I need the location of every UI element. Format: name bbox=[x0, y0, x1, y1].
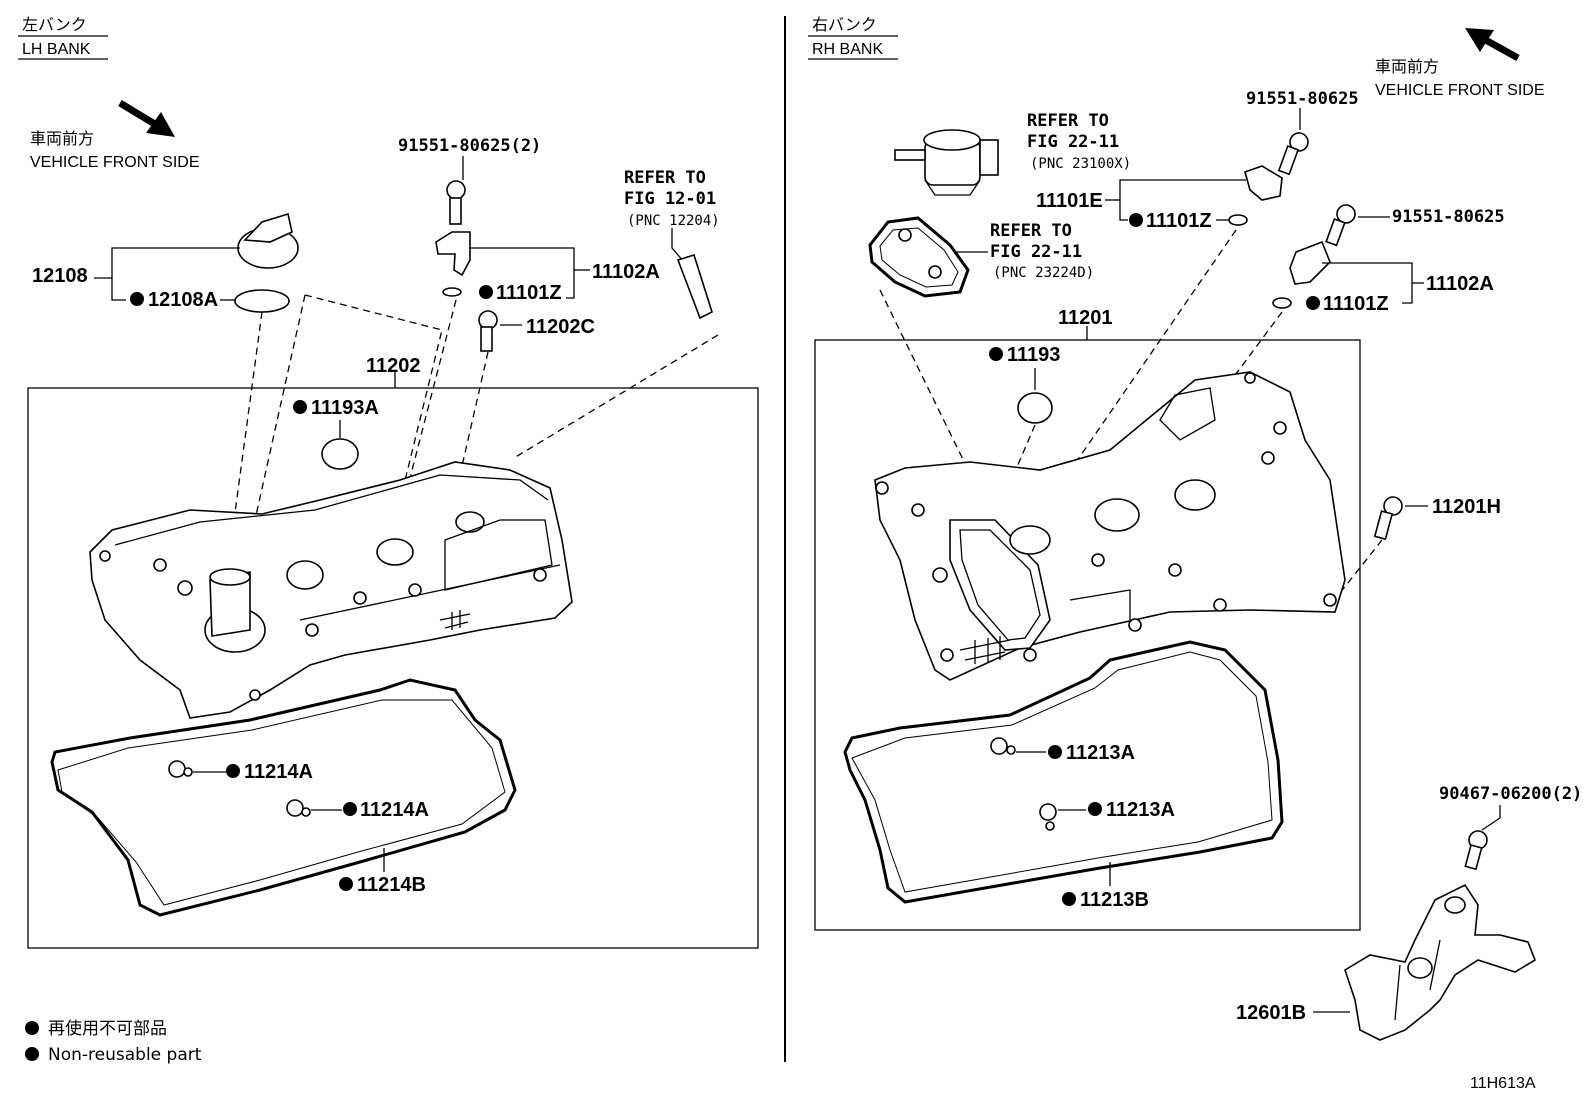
rh-bank-en: RH BANK bbox=[812, 41, 883, 58]
rh-label-bolt-top: 91551-80625 bbox=[1246, 89, 1359, 109]
rh-label-gasket: 11213B bbox=[1080, 889, 1149, 911]
rh-plug-seal-icon bbox=[1017, 392, 1053, 424]
lh-label-plug-seal: 11193A bbox=[311, 397, 379, 419]
lh-refer-2: FIG 12-01 bbox=[624, 189, 716, 209]
rh-refer-a3: (PNC 23100X) bbox=[1030, 156, 1131, 172]
rh-sensor-icon bbox=[1289, 240, 1331, 285]
engine-bracket-icon bbox=[1344, 883, 1536, 1041]
lh-bolt-icon bbox=[446, 180, 466, 225]
rh-bank: 右バンク RH BANK 車両前方 VEHICLE FRONT SIDE REF… bbox=[808, 15, 1582, 1041]
lh-bank-jp: 左バンク bbox=[22, 15, 87, 34]
lh-label-grommet2: 11214A bbox=[360, 799, 429, 821]
rh-front-en: VEHICLE FRONT SIDE bbox=[1375, 82, 1545, 99]
lh-cylinder-head-cover-icon bbox=[89, 461, 573, 719]
pcv-valve-icon bbox=[676, 253, 713, 320]
rh-bolt-h-icon bbox=[1373, 496, 1403, 541]
rh-refer-a1: REFER TO bbox=[1027, 111, 1109, 131]
rh-label-grommet1: 11213A bbox=[1066, 742, 1135, 764]
figure-id: 11H613A bbox=[1470, 1075, 1536, 1092]
rh-label-cover: 11201 bbox=[1058, 307, 1113, 329]
lh-front-en: VEHICLE FRONT SIDE bbox=[30, 154, 200, 171]
rh-bolt-2-icon bbox=[1325, 204, 1356, 247]
rh-refer-b2: FIG 22-11 bbox=[990, 242, 1082, 262]
legend-en: Non-reusable part bbox=[48, 1045, 202, 1065]
lh-label-grommet1: 11214A bbox=[244, 761, 313, 783]
lh-grommet1-icon bbox=[168, 760, 193, 778]
lh-label-sensor: 11102A bbox=[592, 261, 660, 283]
lh-label-cap-gasket: 12108A bbox=[148, 289, 218, 311]
rh-grommet2-icon bbox=[1039, 803, 1057, 831]
lh-front-jp: 車両前方 bbox=[30, 129, 94, 148]
lh-cover-gasket-icon bbox=[50, 678, 517, 917]
legend: 再使用不可部品 Non-reusable part bbox=[25, 1018, 202, 1065]
rh-label-oring-1: 11101Z bbox=[1146, 210, 1212, 232]
lh-bolt-c-icon bbox=[478, 310, 498, 352]
lh-label-bolt-c: 11202C bbox=[526, 316, 595, 338]
rh-label-bolt-h: 11201H bbox=[1432, 496, 1501, 518]
legend-jp: 再使用不可部品 bbox=[48, 1018, 167, 1039]
legend-bullet-1 bbox=[25, 1021, 39, 1035]
lh-label-cap: 12108 bbox=[32, 265, 88, 287]
rh-cover-gasket-icon bbox=[843, 640, 1284, 904]
lh-oring-icon bbox=[442, 287, 462, 297]
rh-bracket-bolt-icon bbox=[1464, 830, 1488, 871]
rh-refer-b1: REFER TO bbox=[990, 221, 1072, 241]
rh-sensor-e-icon bbox=[1244, 165, 1283, 201]
cap-gasket-icon bbox=[234, 289, 290, 313]
lh-grommet2-icon bbox=[286, 799, 311, 817]
rh-vehicle-front-arrow-icon bbox=[1465, 28, 1520, 62]
rh-front-jp: 車両前方 bbox=[1375, 57, 1439, 76]
lh-cam-sensor-icon bbox=[435, 231, 471, 277]
rh-label-plug-seal: 11193 bbox=[1007, 344, 1060, 366]
lh-refer-1: REFER TO bbox=[624, 168, 706, 188]
lh-label-cover: 11202 bbox=[366, 355, 421, 377]
rh-label-sensor-e: 11101E bbox=[1036, 190, 1103, 212]
rh-grommet1-icon bbox=[990, 737, 1016, 755]
rh-cylinder-head-cover-icon bbox=[874, 371, 1346, 681]
oil-filler-cap-icon bbox=[237, 212, 299, 269]
rh-label-bracket: 12601B bbox=[1236, 1002, 1306, 1024]
rh-oring-1-icon bbox=[1228, 214, 1248, 226]
legend-bullet-2 bbox=[25, 1047, 39, 1061]
lh-plug-seal-icon bbox=[321, 438, 359, 470]
lh-label-gasket: 11214B bbox=[357, 874, 426, 896]
rh-label-bolt-2: 91551-80625 bbox=[1392, 207, 1505, 227]
lh-label-bolt-top: 91551-80625(2) bbox=[398, 136, 541, 156]
rh-label-oring-2: 11101Z bbox=[1323, 293, 1389, 315]
rh-bolt-top-icon bbox=[1277, 132, 1309, 176]
rh-bank-jp: 右バンク bbox=[812, 15, 877, 34]
rh-label-sensor: 11102A bbox=[1426, 273, 1494, 295]
rh-label-bolt-bracket: 90467-06200(2) bbox=[1439, 784, 1582, 804]
rh-refer-b3: (PNC 23224D) bbox=[993, 265, 1094, 281]
rh-label-grommet2: 11213A bbox=[1106, 799, 1175, 821]
lh-label-oring: 11101Z bbox=[496, 282, 562, 304]
lh-bank: 左バンク LH BANK 車両前方 VEHICLE FRONT SIDE 112… bbox=[18, 15, 759, 949]
lh-bank-en: LH BANK bbox=[22, 41, 91, 58]
fuel-pump-icon bbox=[894, 129, 999, 196]
rh-oring-2-icon bbox=[1272, 297, 1292, 309]
lh-refer-3: (PNC 12204) bbox=[627, 213, 720, 229]
pump-gasket-icon bbox=[868, 216, 970, 298]
lh-cover-frame bbox=[27, 387, 759, 949]
rh-refer-a2: FIG 22-11 bbox=[1027, 132, 1119, 152]
vehicle-front-arrow-icon bbox=[118, 100, 175, 137]
